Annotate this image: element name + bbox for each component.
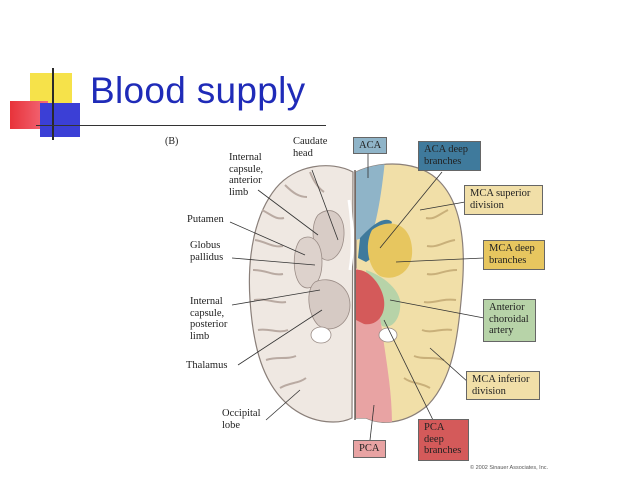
internal-capsule-posterior-label: Internal capsule, posterior limb — [190, 296, 228, 342]
putamen-label: Putamen — [187, 214, 224, 225]
mca-inferior-box: MCA inferior division — [466, 371, 540, 400]
mca-deep-territory — [367, 223, 413, 278]
globus-pallidus-label: Globus pallidus — [190, 240, 224, 263]
aca-territory — [356, 163, 385, 240]
occipital-lobe-label: Occipital lobe — [222, 408, 261, 431]
figure-label: (B) — [165, 136, 179, 147]
mca-superior-box: MCA superior division — [464, 185, 543, 215]
left-gyri-texture — [252, 171, 325, 389]
anterior-choroidal-box: Anterior choroidal artery — [483, 299, 536, 342]
pca-box: PCA — [353, 440, 386, 458]
decorative-horizontal-line — [36, 125, 326, 126]
mca-deep-box: MCA deep branches — [483, 240, 545, 270]
pca-deep-territory — [356, 269, 385, 325]
slide-title: Blood supply — [90, 70, 306, 111]
decorative-vertical-line — [52, 68, 54, 140]
internal-capsule-anterior-label: Internal capsule, anterior limb — [229, 152, 264, 198]
right-gyri-texture — [403, 209, 458, 389]
caudate-head-label: Caudate head — [293, 136, 328, 159]
decorative-blue-square — [40, 103, 80, 137]
thalamus-label: Thalamus — [186, 360, 228, 371]
copyright-notice: © 2002 Sinauer Associates, Inc. — [470, 465, 549, 471]
aca-deep-box: ACA deep branches — [418, 141, 481, 171]
aca-box: ACA — [353, 137, 387, 154]
leader-lines — [229, 152, 485, 441]
pca-deep-box: PCA deep branches — [418, 419, 469, 461]
